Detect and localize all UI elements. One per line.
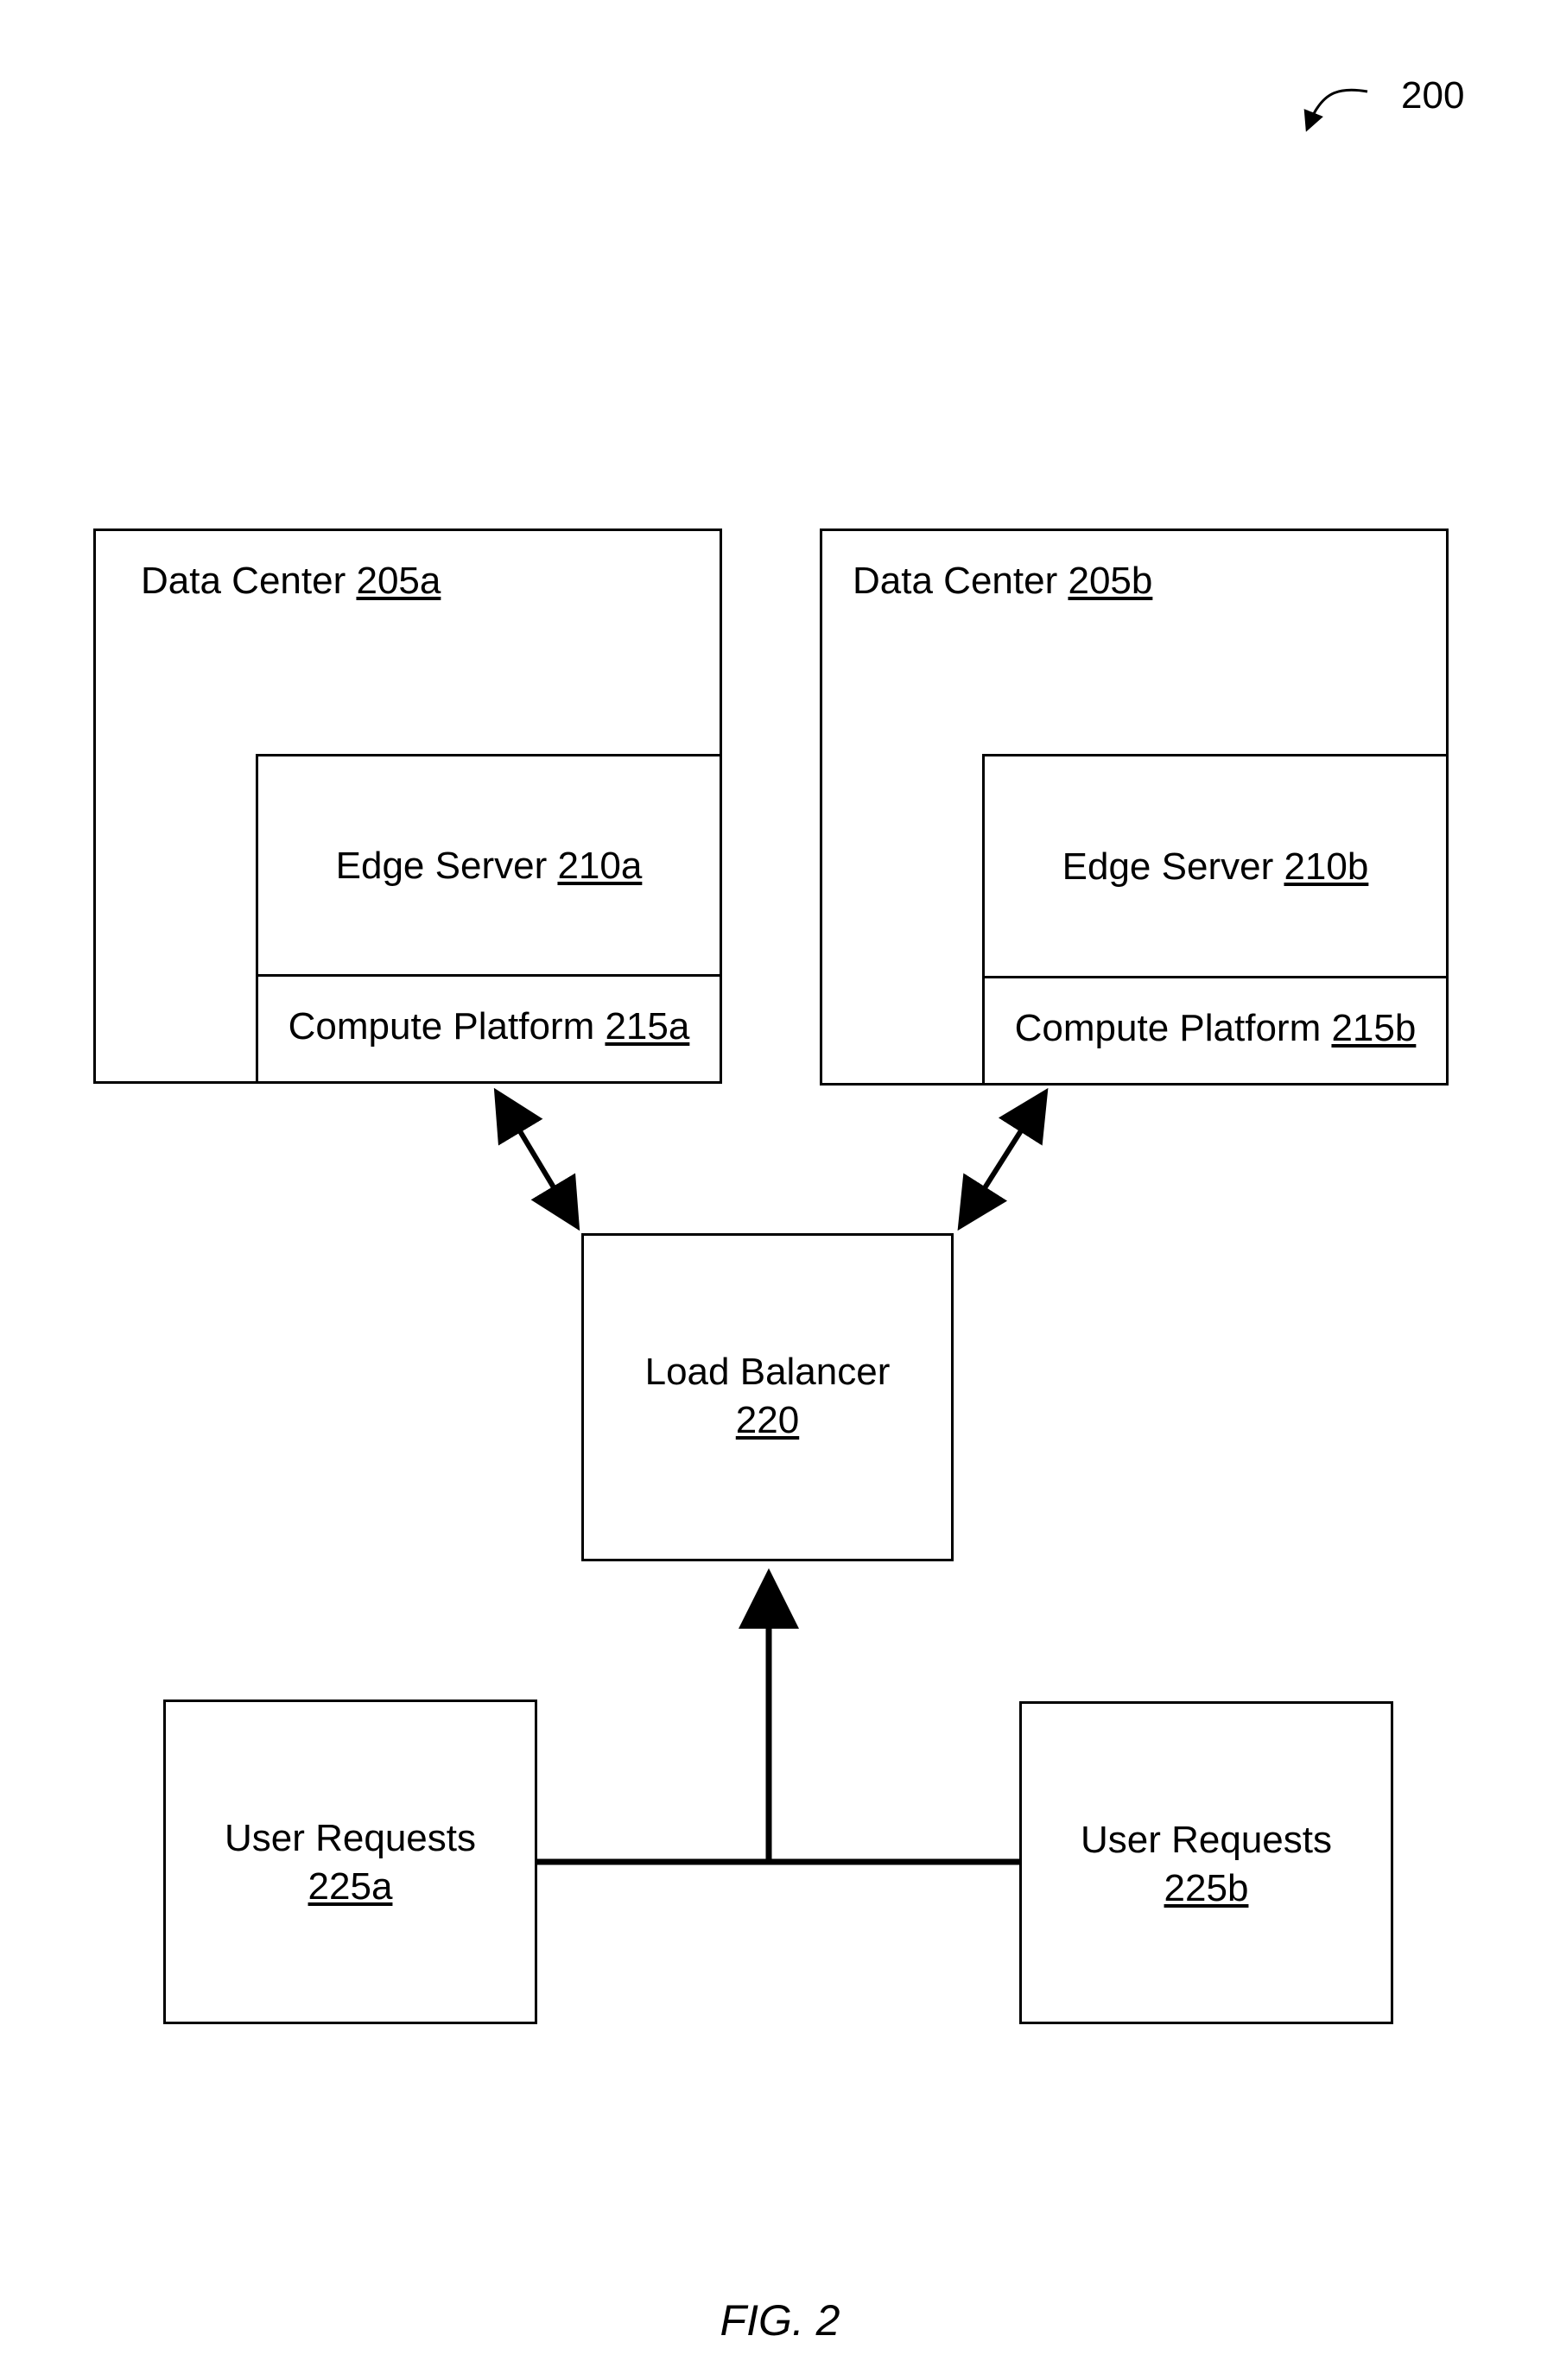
load-balancer-label: Load Balancer — [584, 1348, 951, 1396]
load-balancer-ref: 220 — [584, 1396, 951, 1445]
edge-server-a: Edge Server 210a — [256, 754, 722, 977]
figure-reference-number: 200 — [1401, 74, 1464, 117]
user-requests-b: User Requests 225b — [1019, 1701, 1393, 2024]
compute-platform-a-ref: 215a — [605, 1005, 689, 1048]
data-center-a-title: Data Center 205a — [141, 557, 441, 604]
edge-server-a-title: Edge Server 210a — [258, 842, 720, 890]
data-center-b-title: Data Center 205b — [853, 557, 1152, 604]
data-center-b-ref: 205b — [1068, 560, 1152, 602]
user-requests-b-ref: 225b — [1022, 1864, 1391, 1913]
compute-platform-b-label: Compute Platform — [1015, 1007, 1322, 1049]
user-requests-a: User Requests 225a — [163, 1700, 537, 2024]
arrow-compute-b-load-balancer — [963, 1097, 1043, 1222]
data-center-a-ref: 205a — [356, 560, 441, 602]
load-balancer: Load Balancer 220 — [581, 1233, 954, 1561]
compute-platform-a-label: Compute Platform — [289, 1005, 595, 1048]
edge-server-b-ref: 210b — [1284, 845, 1368, 888]
edge-server-b-label: Edge Server — [1062, 845, 1274, 888]
user-requests-a-ref-text: 225a — [308, 1865, 393, 1908]
compute-platform-a: Compute Platform 215a — [256, 974, 722, 1084]
compute-platform-a-title: Compute Platform 215a — [258, 1003, 720, 1051]
compute-platform-b: Compute Platform 215b — [982, 976, 1449, 1086]
user-requests-a-ref: 225a — [166, 1863, 535, 1911]
arrow-compute-a-load-balancer — [499, 1097, 574, 1222]
data-center-b-label: Data Center — [853, 560, 1057, 602]
compute-platform-b-title: Compute Platform 215b — [985, 1004, 1446, 1053]
edge-server-b-title: Edge Server 210b — [985, 843, 1446, 891]
figure-caption: FIG. 2 — [0, 2295, 1560, 2345]
compute-platform-b-ref: 215b — [1331, 1007, 1416, 1049]
data-center-a-label: Data Center — [141, 560, 346, 602]
edge-server-b: Edge Server 210b — [982, 754, 1449, 978]
edge-server-a-label: Edge Server — [336, 845, 548, 887]
user-requests-b-ref-text: 225b — [1164, 1867, 1249, 1909]
load-balancer-ref-text: 220 — [736, 1399, 799, 1441]
user-requests-b-label: User Requests — [1022, 1816, 1391, 1864]
user-requests-a-label: User Requests — [166, 1814, 535, 1863]
reference-arrow — [1307, 90, 1367, 130]
edge-server-a-ref: 210a — [557, 845, 642, 887]
